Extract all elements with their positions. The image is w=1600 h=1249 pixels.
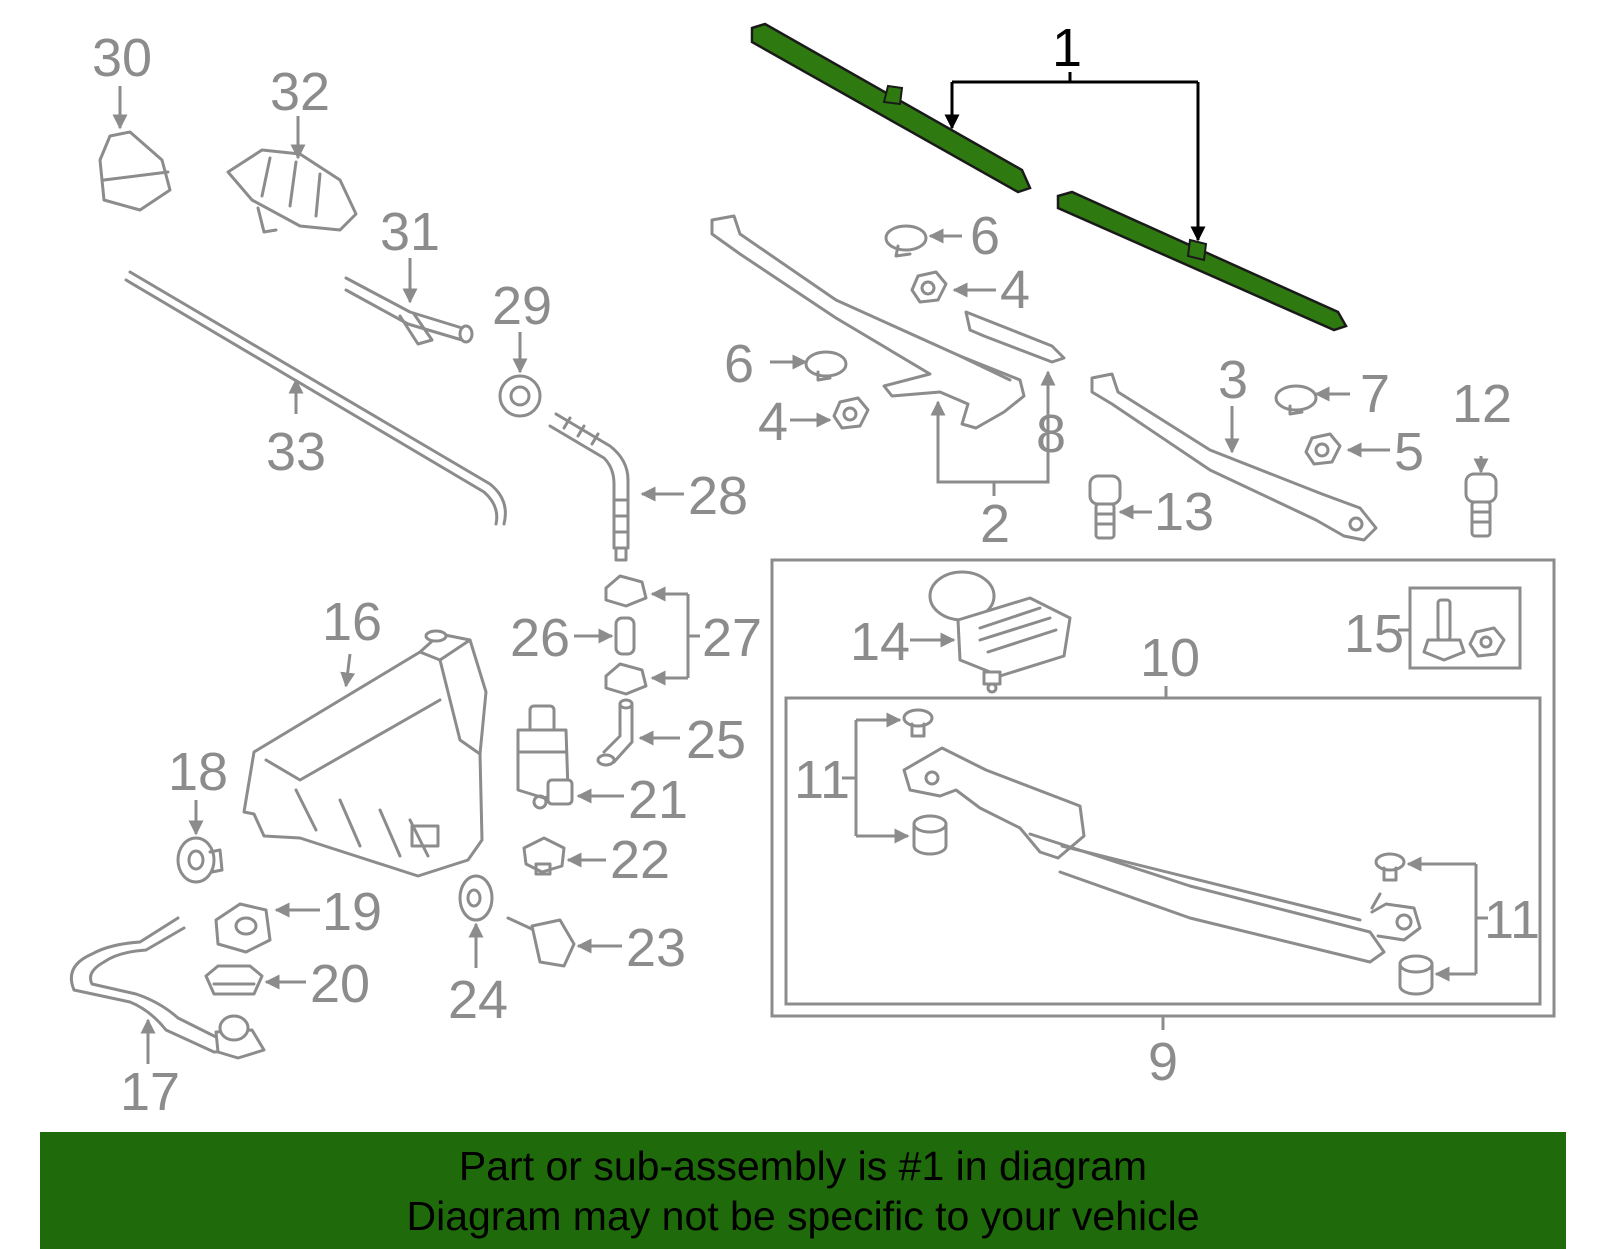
callout-26: 26 [510,608,570,668]
cap-6-upper[interactable] [884,224,928,258]
callout-3: 3 [1218,350,1248,410]
banner-line-2: Diagram may not be specific to your vehi… [406,1192,1200,1239]
callout-18: 18 [168,742,228,802]
callout-6-lower: 6 [724,334,754,394]
callout-32: 32 [270,62,330,122]
clip-27-upper[interactable] [604,574,648,608]
info-banner: Part or sub-assembly is #1 in diagram Di… [40,1132,1566,1249]
nut-5[interactable] [1304,432,1342,466]
callout-7: 7 [1360,364,1390,424]
callout-6-upper: 6 [970,206,1000,266]
callout-21: 21 [628,770,688,830]
hose-connector-31[interactable] [344,276,474,346]
bolt-15[interactable] [1422,598,1466,662]
bushing-11-top-left[interactable] [902,708,934,738]
callout-15: 15 [1344,604,1404,664]
callout-4-upper: 4 [1000,260,1030,320]
callout-24: 24 [448,970,508,1030]
bushing-11-bottom-left[interactable] [912,814,948,856]
callout-29: 29 [492,276,552,336]
callout-5: 5 [1394,422,1424,482]
callout-27: 27 [702,608,762,668]
banner-line-1: Part or sub-assembly is #1 in diagram [458,1142,1148,1189]
callout-23: 23 [626,918,686,978]
cover-32[interactable] [226,148,358,234]
clip-27-lower[interactable] [604,662,648,696]
callout-19: 19 [322,882,382,942]
callout-28: 28 [688,466,748,526]
callout-13: 13 [1154,482,1214,542]
washer-reservoir-16[interactable] [242,629,488,878]
filler-neck-17[interactable] [69,916,266,1060]
callout-11-right: 11 [1484,890,1540,950]
grommet-18[interactable] [176,836,224,884]
bushing-11-bottom-right[interactable] [1398,954,1434,996]
hose-28[interactable] [548,412,630,562]
linkage-box-10 [784,696,1542,1006]
callout-11-left-bracket [842,712,910,844]
hardware-box-15 [1408,586,1522,670]
wiper-arm-left[interactable] [710,214,1026,430]
wiper-linkage[interactable] [902,746,1422,964]
elbow-25[interactable] [596,698,634,767]
callout-10: 10 [1140,628,1200,688]
level-sensor-23[interactable] [506,916,576,968]
washer-pump-21[interactable] [516,704,574,810]
grommet-29[interactable] [498,374,542,418]
nut-4-lower[interactable] [832,396,870,430]
grommet-22[interactable] [522,836,566,876]
callout-14: 14 [850,612,910,672]
callout-1: 1 [1052,18,1082,78]
bolt-13[interactable] [1088,474,1122,540]
bushing-11-top-right[interactable] [1374,852,1406,882]
hose-33[interactable] [124,270,507,526]
nut-4-upper[interactable] [910,270,948,304]
callout-11-left: 11 [794,750,850,810]
callout-30: 30 [92,28,152,88]
wiper-motor-14[interactable] [928,570,1072,694]
callout-20: 20 [310,954,370,1014]
callout-2: 2 [980,494,1010,554]
wiper-blade-right[interactable] [1056,190,1348,332]
wiper-blade-left[interactable] [750,22,1032,194]
grommet-24[interactable] [458,874,494,922]
callout-22: 22 [610,830,670,890]
callout-31: 31 [380,202,440,262]
arm-cover-8[interactable] [964,310,1066,364]
callout-11-right-bracket [1406,856,1488,982]
cap-7[interactable] [1274,384,1318,416]
callout-9: 9 [1148,1032,1178,1092]
cap-6-lower[interactable] [804,350,848,382]
callout-25: 25 [686,710,746,770]
cap-30[interactable] [98,130,172,212]
wiper-arm-right[interactable] [1090,372,1378,542]
callout-8: 8 [1036,404,1066,464]
nut-15[interactable] [1468,626,1506,658]
callout-33: 33 [266,422,326,482]
callout-27-bracket [650,586,700,686]
callout-12: 12 [1452,374,1512,434]
clip-20[interactable] [204,964,264,996]
callout-1-bracket [944,72,1206,242]
filler-cap-19[interactable] [214,902,272,954]
callout-2-bracket [930,370,1056,496]
callout-16: 16 [322,592,382,652]
callout-4-lower: 4 [758,392,788,452]
bolt-12[interactable] [1464,472,1498,538]
connector-26[interactable] [614,616,636,656]
callout-17: 17 [120,1062,180,1122]
